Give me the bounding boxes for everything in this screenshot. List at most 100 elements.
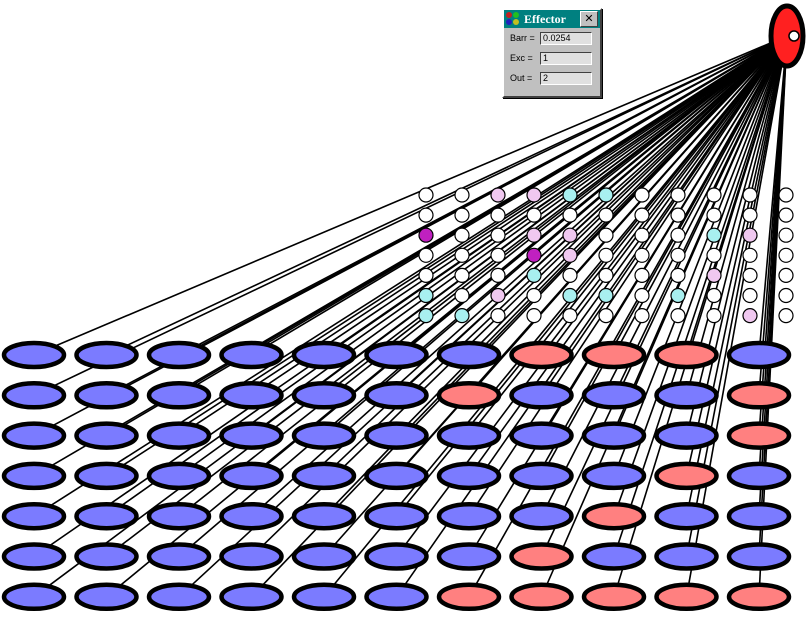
output-neuron[interactable] [654,582,719,612]
output-neuron[interactable] [436,501,502,531]
output-neuron[interactable] [581,501,647,531]
output-neuron[interactable] [146,461,212,491]
input-neuron[interactable] [634,207,650,223]
input-neuron[interactable] [670,227,686,243]
output-neuron[interactable] [726,421,792,450]
input-neuron[interactable] [526,187,542,203]
output-neuron[interactable] [364,461,429,491]
effector-panel[interactable]: Effector ✕ Barr = Exc = Out = [502,8,602,98]
input-neuron[interactable] [778,207,794,223]
output-neuron[interactable] [364,542,429,571]
input-neuron[interactable] [742,267,758,283]
input-neuron[interactable] [562,287,578,304]
output-neuron[interactable] [74,421,139,450]
out-field[interactable] [540,71,592,85]
input-neuron[interactable] [490,187,506,203]
input-neuron[interactable] [742,187,758,203]
output-neuron[interactable] [509,340,574,370]
input-neuron[interactable] [670,308,686,324]
input-neuron[interactable] [742,207,758,223]
output-neuron[interactable] [436,542,502,571]
input-neuron[interactable] [598,267,614,283]
output-neuron[interactable] [509,381,574,410]
input-neuron[interactable] [418,187,434,203]
input-neuron[interactable] [742,247,758,263]
output-neuron[interactable] [291,542,357,571]
input-neuron[interactable] [526,247,542,263]
input-neuron[interactable] [562,227,578,243]
output-neuron[interactable] [1,381,67,410]
output-neuron[interactable] [654,501,719,531]
output-neuron[interactable] [146,340,212,370]
input-neuron[interactable] [526,207,542,223]
input-neuron[interactable] [418,227,434,243]
output-neuron[interactable] [654,461,719,491]
output-neuron[interactable] [364,501,429,531]
input-neuron[interactable] [706,247,722,263]
output-neuron[interactable] [726,501,792,531]
input-neuron[interactable] [670,187,686,203]
input-neuron[interactable] [706,287,722,304]
output-neuron[interactable] [291,381,357,410]
input-neuron[interactable] [598,227,614,243]
output-neuron[interactable] [509,421,574,450]
output-neuron[interactable] [436,461,502,491]
output-neuron[interactable] [1,421,67,450]
output-neuron[interactable] [436,340,502,370]
input-neuron[interactable] [490,207,506,223]
output-neuron[interactable] [364,381,429,410]
input-neuron[interactable] [634,227,650,243]
input-neuron[interactable] [490,227,506,243]
input-neuron[interactable] [598,308,614,324]
input-neuron[interactable] [418,247,434,263]
output-neuron[interactable] [1,340,67,370]
output-neuron[interactable] [436,582,502,612]
output-neuron[interactable] [509,501,574,531]
output-neuron[interactable] [74,381,139,410]
input-neuron[interactable] [706,308,722,324]
input-neuron[interactable] [454,187,470,203]
input-neuron[interactable] [562,247,578,263]
output-neuron[interactable] [219,542,284,571]
input-neuron[interactable] [562,207,578,223]
output-neuron[interactable] [219,461,284,491]
output-neuron[interactable] [581,381,647,410]
output-neuron[interactable] [1,542,67,571]
input-neuron[interactable] [778,227,794,243]
output-neuron[interactable] [654,542,719,571]
output-neuron[interactable] [509,542,574,571]
output-neuron[interactable] [1,582,67,612]
input-neuron[interactable] [706,267,722,283]
effector-ellipse[interactable] [768,3,806,69]
output-neuron[interactable] [146,542,212,571]
output-neuron[interactable] [654,340,719,370]
exc-field[interactable] [540,51,592,65]
input-neuron[interactable] [634,247,650,263]
input-neuron[interactable] [454,207,470,223]
input-neuron[interactable] [778,287,794,304]
output-neuron[interactable] [74,582,139,612]
output-neuron[interactable] [291,421,357,450]
input-neuron[interactable] [598,287,614,304]
input-neuron[interactable] [418,308,434,324]
input-neuron[interactable] [454,267,470,283]
output-neuron[interactable] [291,582,357,612]
input-neuron[interactable] [742,308,758,324]
input-neuron[interactable] [670,287,686,304]
input-neuron[interactable] [454,308,470,324]
input-neuron[interactable] [706,227,722,243]
output-neuron[interactable] [219,381,284,410]
input-neuron[interactable] [454,227,470,243]
input-neuron[interactable] [418,287,434,304]
input-neuron[interactable] [526,308,542,324]
input-neuron[interactable] [634,187,650,203]
input-neuron[interactable] [454,287,470,304]
output-neuron[interactable] [581,542,647,571]
output-neuron[interactable] [146,421,212,450]
input-neuron[interactable] [526,227,542,243]
output-neuron[interactable] [1,461,67,491]
output-neuron[interactable] [291,461,357,491]
input-neuron[interactable] [598,247,614,263]
output-neuron[interactable] [581,582,647,612]
output-neuron[interactable] [219,582,284,612]
